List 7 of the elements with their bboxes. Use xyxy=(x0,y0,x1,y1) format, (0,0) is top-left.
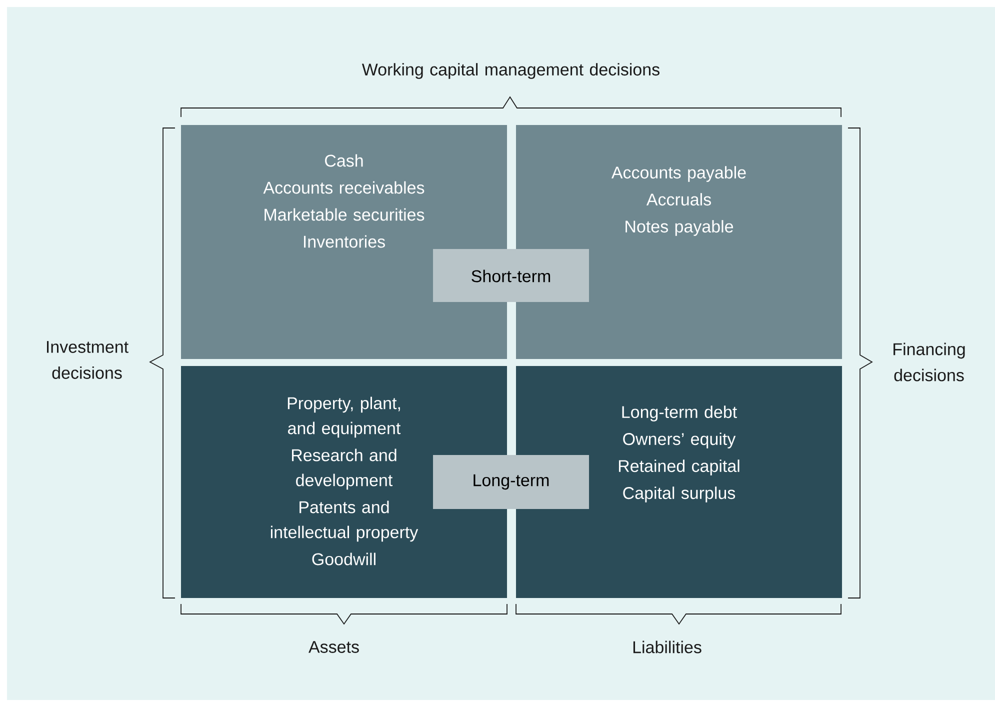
bracket-label: Working capital management decisions xyxy=(362,63,660,79)
bracket-label: Assets xyxy=(308,641,359,653)
bracket-label: Investment decisions xyxy=(47,341,128,379)
bracket-label: Liabilities xyxy=(633,640,702,654)
term-box: Long-term xyxy=(433,455,589,509)
term-box: Short-term xyxy=(433,249,589,302)
bracket-label: Financing decisions xyxy=(894,342,965,382)
